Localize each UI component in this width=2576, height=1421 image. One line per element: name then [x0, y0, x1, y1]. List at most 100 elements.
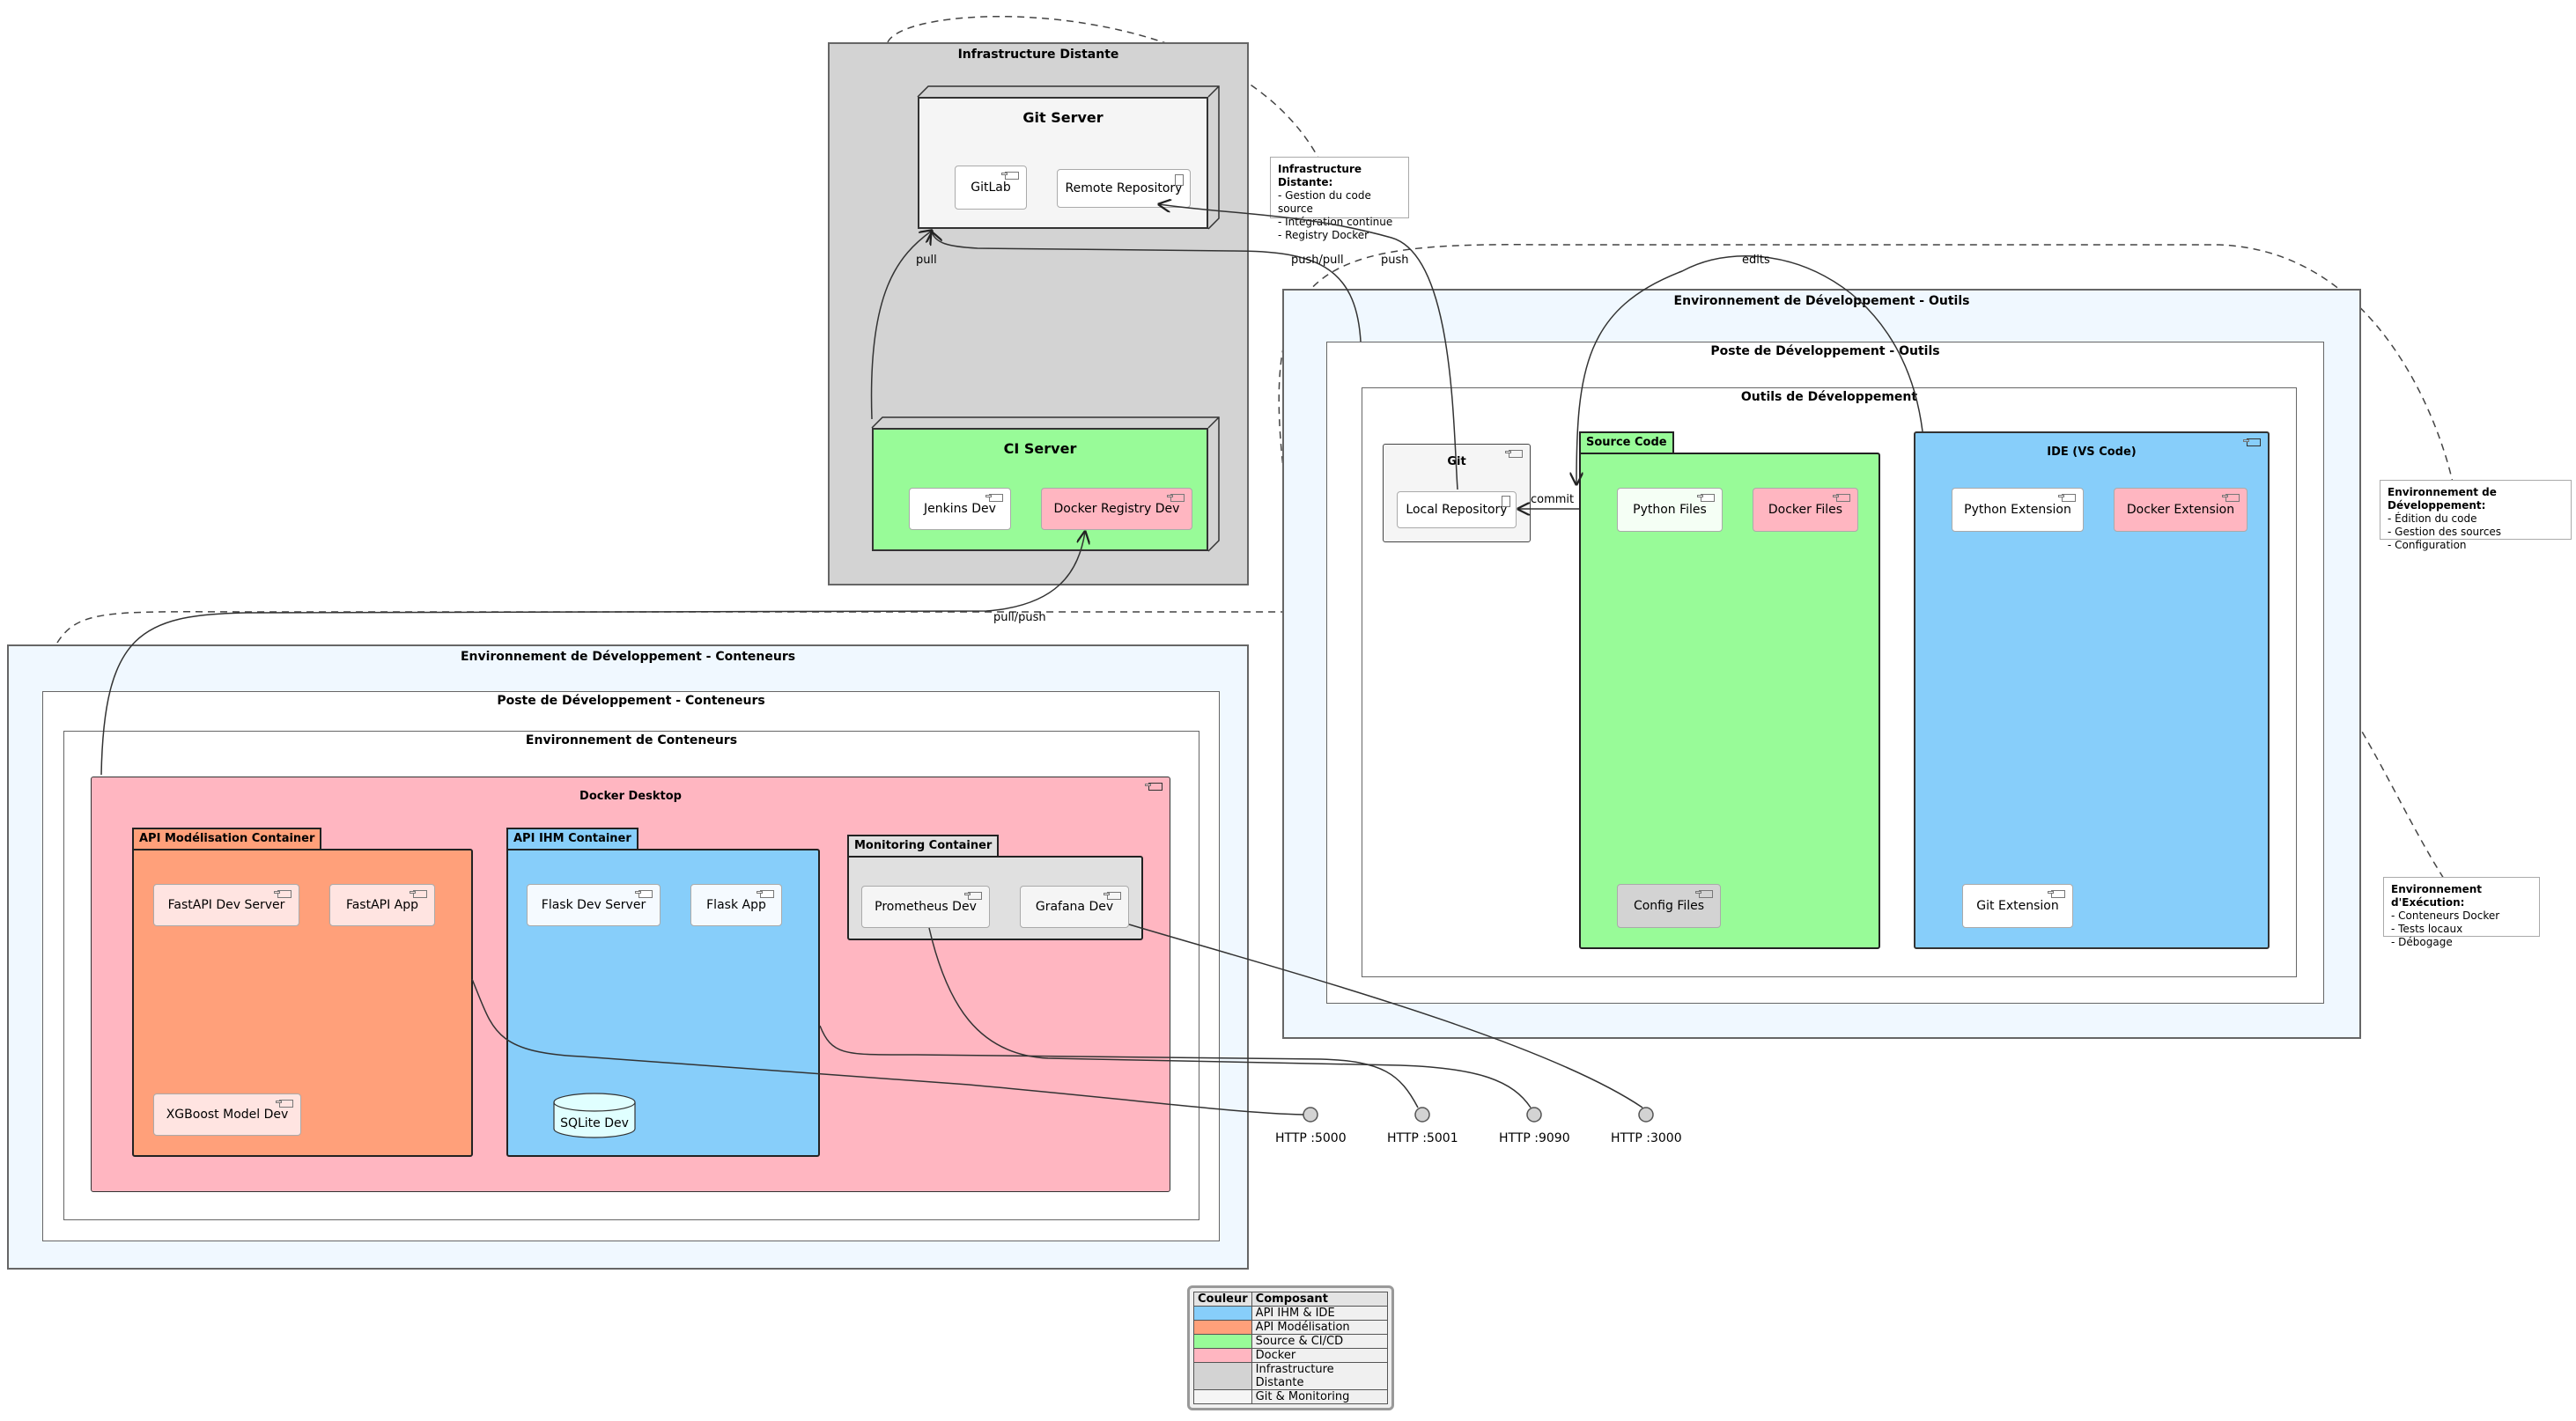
api-model-package-tab: API Modélisation Container: [132, 828, 322, 850]
flask-server-label: Flask Dev Server: [541, 898, 646, 912]
source-code-title: Source Code: [1586, 436, 1667, 449]
legend-label: API IHM & IDE: [1251, 1306, 1388, 1321]
grafana-label: Grafana Dev: [1035, 900, 1114, 914]
grafana-component[interactable]: Grafana Dev: [1020, 886, 1129, 928]
legend: Couleur Composant API IHM & IDE API Modé…: [1187, 1285, 1394, 1410]
dev-tools-station-title: Poste de Développement - Outils: [1710, 344, 1940, 358]
container-environment-title: Environnement de Conteneurs: [525, 733, 738, 747]
interface-9090-icon: [1526, 1107, 1542, 1123]
flask-app-label: Flask App: [706, 898, 766, 912]
legend-header-component: Composant: [1251, 1292, 1388, 1307]
component-icon: [757, 890, 774, 898]
legend-row: Docker: [1193, 1348, 1388, 1363]
component-icon: [985, 494, 1003, 502]
note-remote-infrastructure: Infrastructure Distante: - Gestion du co…: [1270, 157, 1409, 241]
git-extension-component[interactable]: Git Extension: [1962, 884, 2073, 928]
source-code-package: [1579, 453, 1880, 949]
component-icon: [1505, 450, 1523, 458]
interface-5000-icon: [1303, 1107, 1318, 1123]
component-icon: [964, 892, 982, 900]
component-icon: [1695, 890, 1713, 898]
prometheus-label: Prometheus Dev: [875, 900, 977, 914]
component-icon: [1697, 494, 1715, 502]
git-extension-label: Git Extension: [1976, 899, 2059, 913]
sqlite-label[interactable]: SQLite Dev: [560, 1116, 629, 1130]
component-icon: [276, 1100, 293, 1108]
note-dev-title: Environnement de Développement:: [2388, 486, 2497, 512]
docker-files-label: Docker Files: [1768, 503, 1843, 517]
edge-label-push-pull: push/pull: [1291, 254, 1344, 267]
fastapi-server-label: FastAPI Dev Server: [167, 898, 285, 912]
git-server-title: Git Server: [1022, 109, 1103, 126]
note-dev-line: - Gestion des sources: [2388, 526, 2502, 538]
component-icon: [1167, 494, 1185, 502]
fastapi-server-component[interactable]: FastAPI Dev Server: [153, 884, 299, 926]
component-icon: [2058, 494, 2076, 502]
note-exec-line: - Débogage: [2391, 936, 2453, 948]
fastapi-app-component[interactable]: FastAPI App: [329, 884, 435, 926]
legend-swatch: [1193, 1306, 1252, 1321]
local-repository-artifact[interactable]: Local Repository: [1397, 491, 1517, 528]
docker-desktop-title: Docker Desktop: [579, 790, 682, 803]
legend-row: API IHM & IDE: [1193, 1306, 1388, 1321]
remote-repository-artifact[interactable]: Remote Repository: [1057, 169, 1191, 208]
artifact-icon: [1502, 496, 1510, 507]
flask-server-component[interactable]: Flask Dev Server: [527, 884, 661, 926]
docker-files-component[interactable]: Docker Files: [1753, 488, 1858, 532]
legend-label: API Modélisation: [1251, 1320, 1388, 1335]
local-repository-label: Local Repository: [1406, 503, 1508, 517]
prometheus-component[interactable]: Prometheus Dev: [861, 886, 990, 928]
ci-server-title: CI Server: [1003, 440, 1077, 457]
python-files-component[interactable]: Python Files: [1617, 488, 1723, 532]
note-dev-line: - Édition du code: [2388, 512, 2477, 525]
note-remote-line: - Gestion du code source: [1278, 189, 1371, 215]
python-files-label: Python Files: [1633, 503, 1707, 517]
xgboost-model-component[interactable]: XGBoost Model Dev: [153, 1093, 301, 1136]
component-icon: [1145, 783, 1163, 791]
docker-registry-label: Docker Registry Dev: [1053, 502, 1180, 516]
component-icon: [2243, 438, 2261, 446]
component-icon: [2048, 890, 2065, 898]
note-remote-title: Infrastructure Distante:: [1278, 163, 1362, 188]
api-ihm-title: API IHM Container: [513, 832, 631, 845]
note-remote-line: - Intégration continue: [1278, 216, 1393, 228]
legend-row: API Modélisation: [1193, 1320, 1388, 1335]
component-icon: [635, 890, 653, 898]
docker-registry-component[interactable]: Docker Registry Dev: [1041, 488, 1192, 530]
component-icon: [1001, 172, 1019, 180]
jenkins-component[interactable]: Jenkins Dev: [909, 488, 1011, 530]
note-dev-line: - Configuration: [2388, 539, 2467, 551]
component-icon: [410, 890, 427, 898]
dev-containers-environment-title: Environnement de Développement - Contene…: [460, 650, 796, 664]
python-extension-component[interactable]: Python Extension: [1952, 488, 2084, 532]
legend-table: Couleur Composant API IHM & IDE API Modé…: [1193, 1292, 1388, 1404]
legend-label: Source & CI/CD: [1251, 1334, 1388, 1349]
dev-tools-environment-title: Environnement de Développement - Outils: [1673, 294, 1970, 308]
ide-title: IDE (VS Code): [2047, 445, 2137, 459]
api-ihm-package-tab: API IHM Container: [506, 828, 638, 850]
python-extension-label: Python Extension: [1964, 503, 2071, 517]
component-icon: [274, 890, 292, 898]
fastapi-app-label: FastAPI App: [345, 898, 419, 912]
interface-label: HTTP :5000: [1275, 1131, 1347, 1145]
gitlab-component[interactable]: GitLab: [955, 166, 1027, 210]
interface-label: HTTP :5001: [1387, 1131, 1458, 1145]
edge-label-pull: pull: [916, 254, 937, 267]
interface-5001-icon: [1414, 1107, 1430, 1123]
interface-label: HTTP :9090: [1499, 1131, 1570, 1145]
config-files-label: Config Files: [1633, 899, 1705, 913]
api-model-title: API Modélisation Container: [139, 832, 315, 845]
docker-extension-component[interactable]: Docker Extension: [2114, 488, 2248, 532]
monitoring-package-tab: Monitoring Container: [847, 835, 1000, 858]
gitlab-label: GitLab: [971, 180, 1011, 195]
remote-repository-label: Remote Repository: [1065, 181, 1183, 195]
note-exec-environment: Environnement d'Exécution: - Conteneurs …: [2383, 877, 2540, 948]
dev-containers-station-title: Poste de Développement - Conteneurs: [497, 694, 765, 708]
edge-label-push: push: [1381, 254, 1409, 267]
dev-tools-group-title: Outils de Développement: [1740, 390, 1918, 404]
edge-label-edits: edits: [1742, 254, 1770, 267]
component-icon: [1833, 494, 1850, 502]
flask-app-component[interactable]: Flask App: [690, 884, 782, 926]
config-files-component[interactable]: Config Files: [1617, 884, 1721, 928]
legend-swatch: [1193, 1334, 1252, 1349]
